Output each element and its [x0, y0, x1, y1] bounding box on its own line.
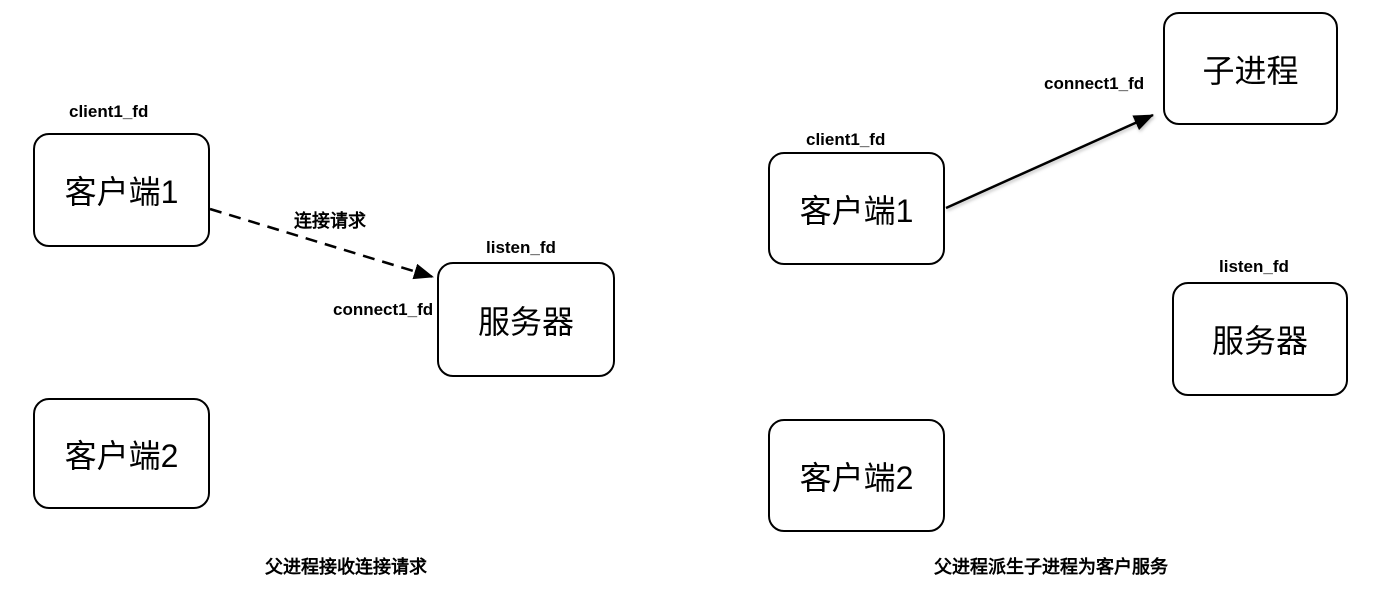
right-server-node-label: 服务器 — [1211, 323, 1308, 359]
left-connection-request-label: 连接请求 — [294, 211, 366, 231]
left-server-node-label: 服务器 — [477, 303, 574, 340]
left-client1-node: 客户端1 — [33, 133, 210, 247]
left-diagram-caption: 父进程接收连接请求 — [265, 557, 427, 577]
right-child-process-node-label: 子进程 — [1202, 52, 1299, 89]
left-client2-node-label: 客户端2 — [64, 437, 179, 474]
left-listen-fd-label: listen_fd — [486, 238, 556, 257]
right-client1-fd-label: client1_fd — [806, 130, 886, 149]
right-client2-node: 客户端2 — [768, 419, 945, 532]
right-child-process-node: 子进程 — [1163, 12, 1338, 125]
right-client2-node-label: 客户端2 — [799, 459, 914, 496]
right-listen-fd-label: listen_fd — [1219, 257, 1289, 276]
right-connect1-fd-label: connect1_fd — [1044, 74, 1145, 93]
right-diagram-caption: 父进程派生子进程为客户服务 — [934, 557, 1168, 577]
left-client2-node: 客户端2 — [33, 398, 210, 509]
left-client1-node-label: 客户端1 — [64, 174, 179, 210]
right-client1-node-label: 客户端1 — [799, 192, 914, 229]
left-client1-fd-label: client1_fd — [69, 102, 149, 121]
left-connect1-fd-label: connect1_fd — [333, 300, 434, 319]
left-server-node: 服务器 — [437, 262, 615, 377]
right-server-node: 服务器 — [1172, 282, 1348, 396]
right-client1-node: 客户端1 — [768, 152, 945, 265]
connect-to-child-arrow — [945, 113, 1154, 210]
